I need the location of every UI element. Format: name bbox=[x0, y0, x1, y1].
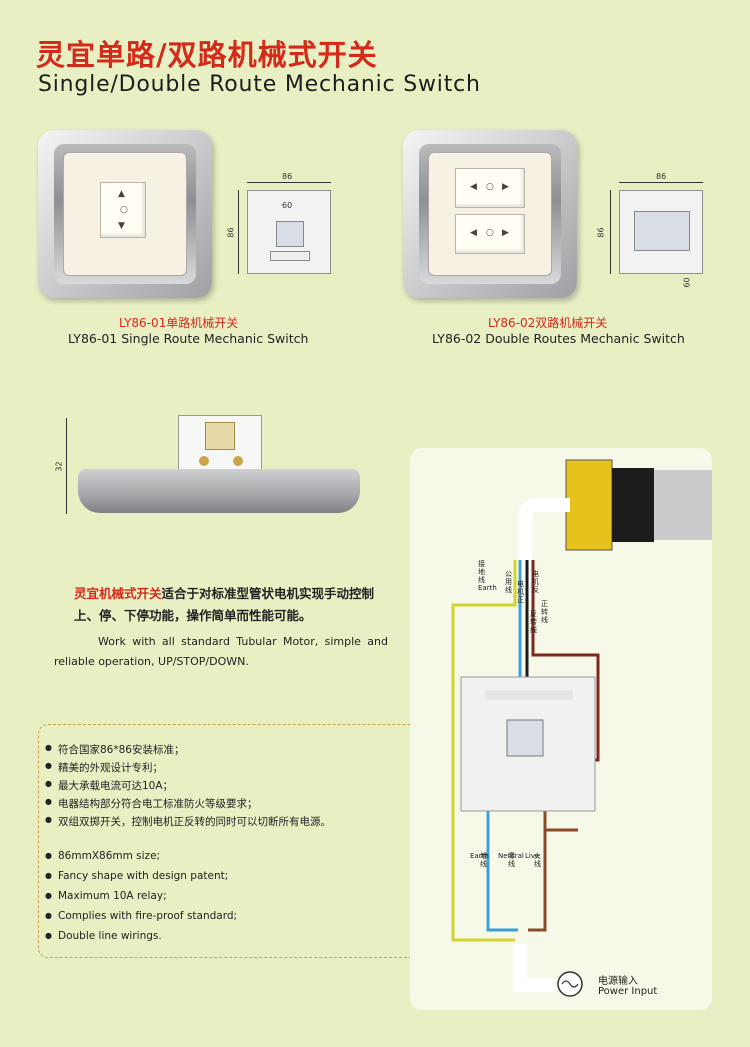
feature-en: Fancy shape with design patent; bbox=[45, 870, 228, 882]
double-switch-back-diagram bbox=[619, 190, 703, 274]
stop-circle-icon: ○ bbox=[120, 205, 128, 215]
double-rocker-top: ◀ ○ ▶ bbox=[455, 168, 525, 208]
product-1-name-cn: LY86-01单路机械开关 bbox=[119, 316, 239, 330]
terminal-block bbox=[506, 719, 544, 757]
feature-cn: 符合国家86*86安装标准； bbox=[45, 742, 185, 757]
feature-en: Double line wirings. bbox=[45, 930, 162, 942]
dim-inner: 60 bbox=[282, 201, 293, 210]
page-title-cn: 灵宜单路/双路机械式开关 bbox=[36, 38, 378, 72]
description-cn-rest: 适合于对标准型管状电机实现手动控制上、停、下停功能，操作简单而性能可能。 bbox=[74, 586, 375, 623]
label-earth-top: 接地线 Earth bbox=[478, 560, 497, 592]
dim-line bbox=[610, 190, 611, 274]
description-cn: 灵宜机械式开关适合于对标准型管状电机实现手动控制上、停、下停功能，操作简单而性能… bbox=[74, 583, 394, 627]
double-rocker-bottom: ◀ ○ ▶ bbox=[455, 214, 525, 254]
feature-cn: 精美的外观设计专利； bbox=[45, 760, 163, 775]
single-rocker: ▲ ○ ▼ bbox=[100, 182, 146, 238]
stop-circle-icon: ○ bbox=[486, 182, 494, 192]
label-live-cn: 火线 bbox=[534, 852, 541, 868]
label-neutral-cn: 零线 bbox=[508, 852, 515, 868]
switch-module-side bbox=[178, 415, 262, 471]
dim-width: 86 bbox=[656, 172, 667, 181]
power-input-en: Power Input bbox=[598, 986, 658, 997]
features-box bbox=[38, 724, 410, 958]
label-up-cn: 电机正 bbox=[517, 580, 524, 604]
stop-circle-icon: ○ bbox=[486, 228, 494, 238]
right-arrow-icon: ▶ bbox=[502, 228, 509, 238]
label-fwd: 正转线 bbox=[541, 600, 548, 624]
dim-line bbox=[238, 190, 239, 274]
single-switch-back-diagram bbox=[247, 190, 331, 274]
feature-cn: 最大承载电流可达10A； bbox=[45, 778, 173, 793]
earth-wire bbox=[451, 560, 517, 942]
feature-en: 86mmX86mm size; bbox=[45, 850, 160, 862]
product-2-name-cn: LY86-02双路机械开关 bbox=[488, 316, 608, 330]
description-en: Work with all standard Tubular Motor, si… bbox=[54, 635, 388, 668]
feature-cn: 双组双掷开关，控制电机正反转的同时可以切断所有电源。 bbox=[45, 814, 331, 829]
left-arrow-icon: ◀ bbox=[470, 228, 477, 238]
label-rev: 反转线 bbox=[530, 610, 537, 634]
right-arrow-icon: ▶ bbox=[502, 182, 509, 192]
product-1-name-en: LY86-01 Single Route Mechanic Switch bbox=[68, 331, 309, 346]
dim-width: 86 bbox=[282, 172, 293, 181]
label-neutral-en: Neutral bbox=[498, 852, 524, 860]
feature-en: Complies with fire-proof standard; bbox=[45, 910, 237, 922]
label-earth-bottom-en: Earth bbox=[470, 852, 489, 860]
label-down-cn: 电机反 bbox=[532, 570, 539, 594]
switch-plate-side bbox=[78, 469, 360, 513]
label-live-en: Live bbox=[525, 852, 540, 860]
live-wire bbox=[528, 830, 547, 932]
up-arrow-icon: ▲ bbox=[118, 189, 125, 199]
double-switch-photo: ◀ ○ ▶ ◀ ○ ▶ bbox=[403, 130, 577, 298]
left-arrow-icon: ◀ bbox=[470, 182, 477, 192]
dim-line bbox=[247, 182, 331, 183]
single-switch-photo: ▲ ○ ▼ bbox=[38, 130, 212, 298]
dim-line bbox=[66, 418, 67, 514]
description-cn-highlight: 灵宜机械式开关 bbox=[74, 586, 162, 601]
feature-en: Maximum 10A relay; bbox=[45, 890, 167, 902]
feature-cn: 电器结构部分符合电工标准防火等级要求； bbox=[45, 796, 257, 811]
label-earth-bottom-cn: 地线 bbox=[480, 852, 487, 868]
down-arrow-icon: ▼ bbox=[118, 221, 125, 231]
cable-sleeve-bottom bbox=[513, 944, 555, 992]
tubular-motor-icon bbox=[565, 459, 712, 551]
page-title-en: Single/Double Route Mechanic Switch bbox=[38, 72, 481, 97]
dim-line bbox=[619, 182, 703, 183]
label-common: 公用线 bbox=[505, 570, 512, 594]
product-2-name-en: LY86-02 Double Routes Mechanic Switch bbox=[432, 331, 685, 346]
power-input-cn: 电源输入 bbox=[598, 976, 638, 987]
cable-sleeve-top bbox=[518, 498, 570, 600]
